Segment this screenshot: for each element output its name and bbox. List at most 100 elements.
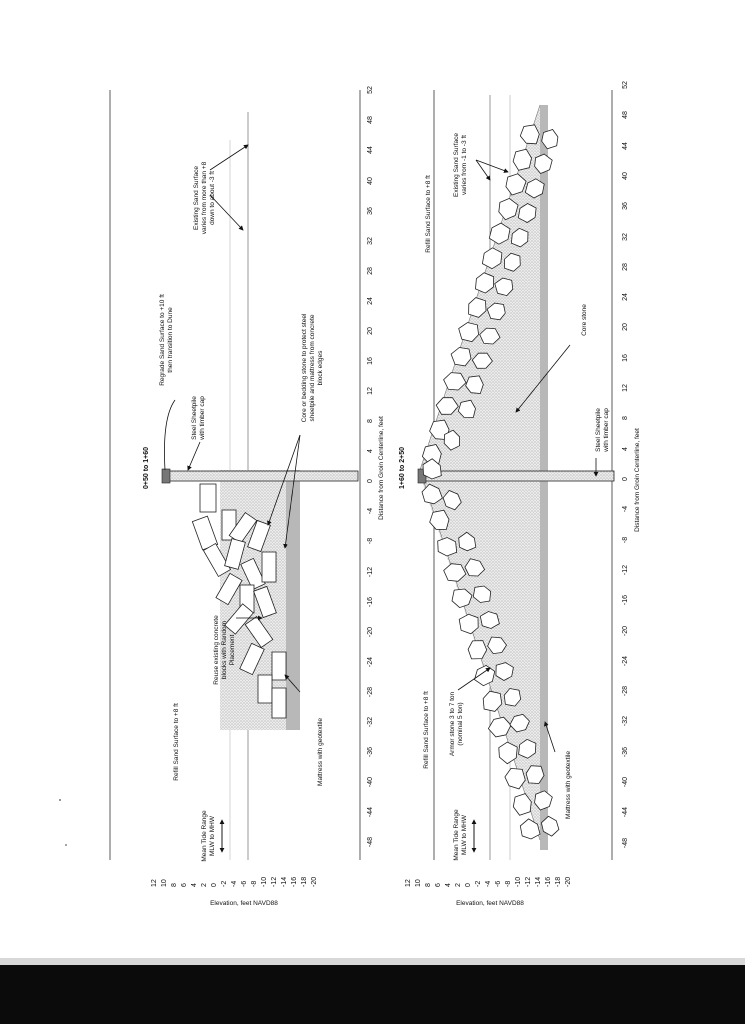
bottom-x-tick: -24 [622, 656, 629, 666]
top-x-tick: -16 [367, 597, 374, 607]
top-x-tick: -20 [367, 627, 374, 637]
bottom-label-mattress: Mattress with geotextile [565, 751, 572, 819]
armor-stone [534, 153, 553, 174]
bottom-x-tick: 24 [622, 293, 629, 301]
bottom-x-tick: -4 [622, 506, 629, 512]
bottom-y-tick: -14 [535, 877, 542, 887]
armor-stone [504, 767, 526, 790]
armor-stone [472, 585, 492, 603]
top-label-mattress: Mattress with geotextile [317, 718, 324, 786]
top-x-tick: 28 [367, 267, 374, 275]
top-label-core: Core or bedding stone to protect steel s… [301, 313, 324, 422]
bottom-x-tick: 12 [622, 384, 629, 392]
bottom-y-axis-label: Elevation, feet NAVD88 [456, 900, 524, 907]
armor-stone [505, 173, 527, 196]
armor-stone [481, 247, 503, 270]
armor-stone [450, 347, 472, 367]
armor-stone [503, 688, 522, 707]
bottom-x-tick: 36 [622, 202, 629, 210]
top-x-tick: -32 [367, 717, 374, 727]
svg-text:MLW to MHW: MLW to MHW [209, 815, 216, 856]
top-label-tide: Mean Tide Range MLW to MHW [201, 810, 216, 862]
top-y-tick: -2 [221, 881, 228, 887]
top-x-tick: 52 [367, 86, 374, 94]
bottom-x-tick: 32 [622, 233, 629, 241]
top-section-title: 0+50 to 1+60 [143, 447, 150, 489]
armor-stone [512, 148, 532, 171]
bottom-label-armor-stone: Armor stone 3 to 7 ton (nominal 5 ton) [449, 691, 464, 756]
armor-stone [422, 458, 442, 480]
armor-stone [471, 352, 493, 369]
armor-stone [468, 297, 487, 318]
bottom-label-refill-left: Refill Sand Surface to +8 ft [423, 691, 430, 769]
armor-stone [498, 197, 519, 221]
bottom-y-tick: 6 [435, 883, 442, 887]
top-y-tick: -8 [251, 881, 258, 887]
bottom-y-ticks: 12 10 8 6 4 2 0 -2 -4 -6 -8 -10 -12 -14 … [405, 877, 572, 887]
top-x-tick: 8 [367, 419, 374, 423]
bottom-y-tick: 4 [445, 883, 452, 887]
armor-stone [525, 765, 545, 784]
bottom-x-tick: 8 [622, 416, 629, 420]
top-y-tick: 8 [171, 883, 178, 887]
bottom-x-tick: -16 [622, 595, 629, 605]
armor-stone [519, 124, 540, 145]
bottom-label-refill-right: Refill Sand Surface to +8 ft [425, 175, 432, 253]
armor-stone [457, 399, 476, 418]
bottom-y-tick: 0 [465, 883, 472, 887]
bottom-y-tick: -12 [525, 877, 532, 887]
top-x-tick: 32 [367, 237, 374, 245]
bottom-x-tick: 52 [622, 81, 629, 89]
armor-stone [442, 490, 462, 511]
bottom-x-tick: 40 [622, 172, 629, 180]
top-y-ticks: 12 10 8 6 4 2 0 -2 -4 -6 -8 -10 -12 -14 … [151, 877, 318, 887]
top-y-tick: -20 [311, 877, 318, 887]
top-section: 12 10 8 6 4 2 0 -2 -4 -6 -8 -10 -12 -14 … [109, 86, 385, 907]
bottom-x-ticks: 52 48 44 40 36 32 28 24 20 16 12 8 4 0 -… [622, 81, 629, 848]
top-x-tick: -44 [367, 807, 374, 817]
svg-text:MLW to MHW: MLW to MHW [461, 814, 468, 855]
svg-text:Core or bedding stone to prote: Core or bedding stone to protect steel [301, 313, 308, 422]
top-x-tick: 0 [367, 479, 374, 483]
armor-stone [482, 690, 503, 712]
armor-stone [458, 322, 480, 343]
top-x-tick: 16 [367, 357, 374, 365]
svg-text:Steel Sheetpile: Steel Sheetpile [595, 408, 602, 452]
bottom-y-tick: -4 [485, 881, 492, 887]
svg-text:then transition to Dune: then transition to Dune [167, 307, 174, 373]
svg-text:Armor stone 3 to 7 ton: Armor stone 3 to 7 ton [449, 691, 456, 756]
bottom-label-core-stone: Core stone [581, 304, 588, 336]
bottom-y-tick: 2 [455, 883, 462, 887]
bottom-label-sheetpile: Steel Sheetpile with timber cap [595, 408, 610, 453]
svg-text:with timber cap: with timber cap [603, 408, 610, 453]
bottom-y-tick: -6 [495, 881, 502, 887]
top-y-tick: -12 [271, 877, 278, 887]
bottom-x-tick: -28 [622, 686, 629, 696]
bottom-y-tick: -20 [565, 877, 572, 887]
scan-speck [59, 799, 61, 801]
top-x-tick: 12 [367, 387, 374, 395]
top-x-tick: 40 [367, 177, 374, 185]
armor-stone [488, 222, 511, 245]
bottom-sheetpile [423, 470, 615, 482]
svg-text:with timber cap: with timber cap [199, 396, 206, 441]
armor-stone [510, 227, 529, 248]
top-concrete-blocks [191, 483, 287, 719]
bottom-x-tick: -20 [622, 626, 629, 636]
bottom-x-tick: -8 [622, 537, 629, 543]
svg-text:Existing Sand Surface: Existing Sand Surface [453, 133, 460, 197]
svg-text:Mean Tide Range: Mean Tide Range [453, 809, 460, 861]
armor-stone [519, 818, 541, 840]
bottom-section: 12 10 8 6 4 2 0 -2 -4 -6 -8 -10 -12 -14 … [399, 81, 641, 907]
svg-text:Steel Sheetpile: Steel Sheetpile [191, 396, 198, 440]
top-y-tick: 10 [161, 879, 168, 887]
bottom-label-existing: Existing Sand Surface varies from -1 to … [453, 133, 468, 197]
svg-text:Placement: Placement [229, 634, 236, 665]
bottom-x-tick: -32 [622, 716, 629, 726]
bottom-x-tick: 0 [622, 477, 629, 481]
top-x-tick: 4 [367, 449, 374, 453]
scan-bottom-border [0, 965, 745, 1024]
bottom-x-tick: 20 [622, 323, 629, 331]
top-sheetpile [167, 470, 359, 482]
top-y-tick: -18 [301, 877, 308, 887]
